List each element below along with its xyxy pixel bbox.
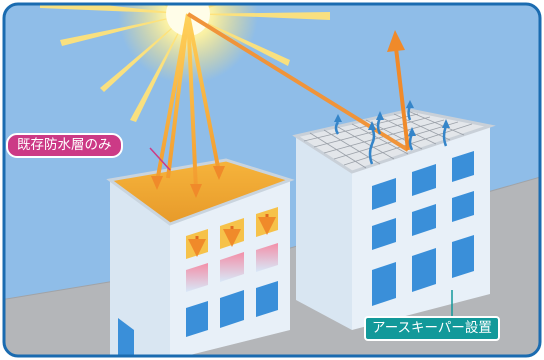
windows-heated	[186, 207, 278, 259]
label-earth-keeper-installed: アースキーパー設置	[364, 316, 500, 341]
building-right	[292, 108, 496, 330]
building-left	[106, 158, 295, 356]
reflected-arrow	[394, 47, 410, 151]
label-existing-waterproof-only: 既存防水層のみ	[6, 133, 123, 158]
sunlight-arrows-left	[155, 13, 221, 191]
